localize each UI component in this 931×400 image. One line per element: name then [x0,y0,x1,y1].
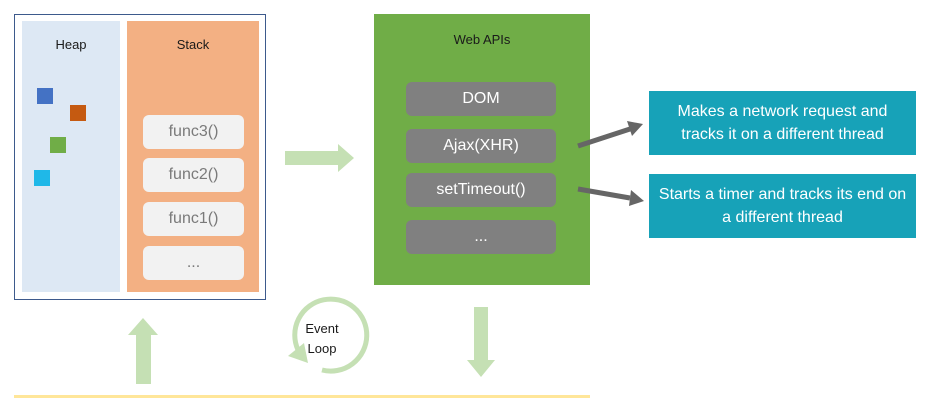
web-apis-title: Web APIs [453,32,511,47]
api-item-settimeout: setTimeout() [406,173,556,207]
arrow-down-icon [467,307,495,377]
api-item-ajax: Ajax(XHR) [406,129,556,163]
event-loop-label: Event Loop [296,319,348,359]
stack-frame: func2() [143,158,244,192]
heap-panel: Heap [22,21,120,292]
event-loop-label-line2: Loop [307,341,337,356]
api-item-dom: DOM [406,82,556,116]
arrow-up-icon [128,318,158,384]
event-loop-label-line1: Event [305,321,339,336]
arrow-right-icon [285,144,354,172]
heap-object-blue [37,88,53,104]
stack-frame: func3() [143,115,244,149]
stack-title: Stack [176,37,210,52]
heap-object-cyan [34,170,50,186]
stack-frame: ... [143,246,244,280]
callout-timer: Starts a timer and tracks its end on a d… [649,174,916,238]
api-item-more: ... [406,220,556,254]
callback-queue-edge [14,395,590,398]
callout-network-request: Makes a network request and tracks it on… [649,91,916,155]
heap-title: Heap [55,37,87,52]
heap-object-orange [70,105,86,121]
stack-frame: func1() [143,202,244,236]
heap-object-green [50,137,66,153]
